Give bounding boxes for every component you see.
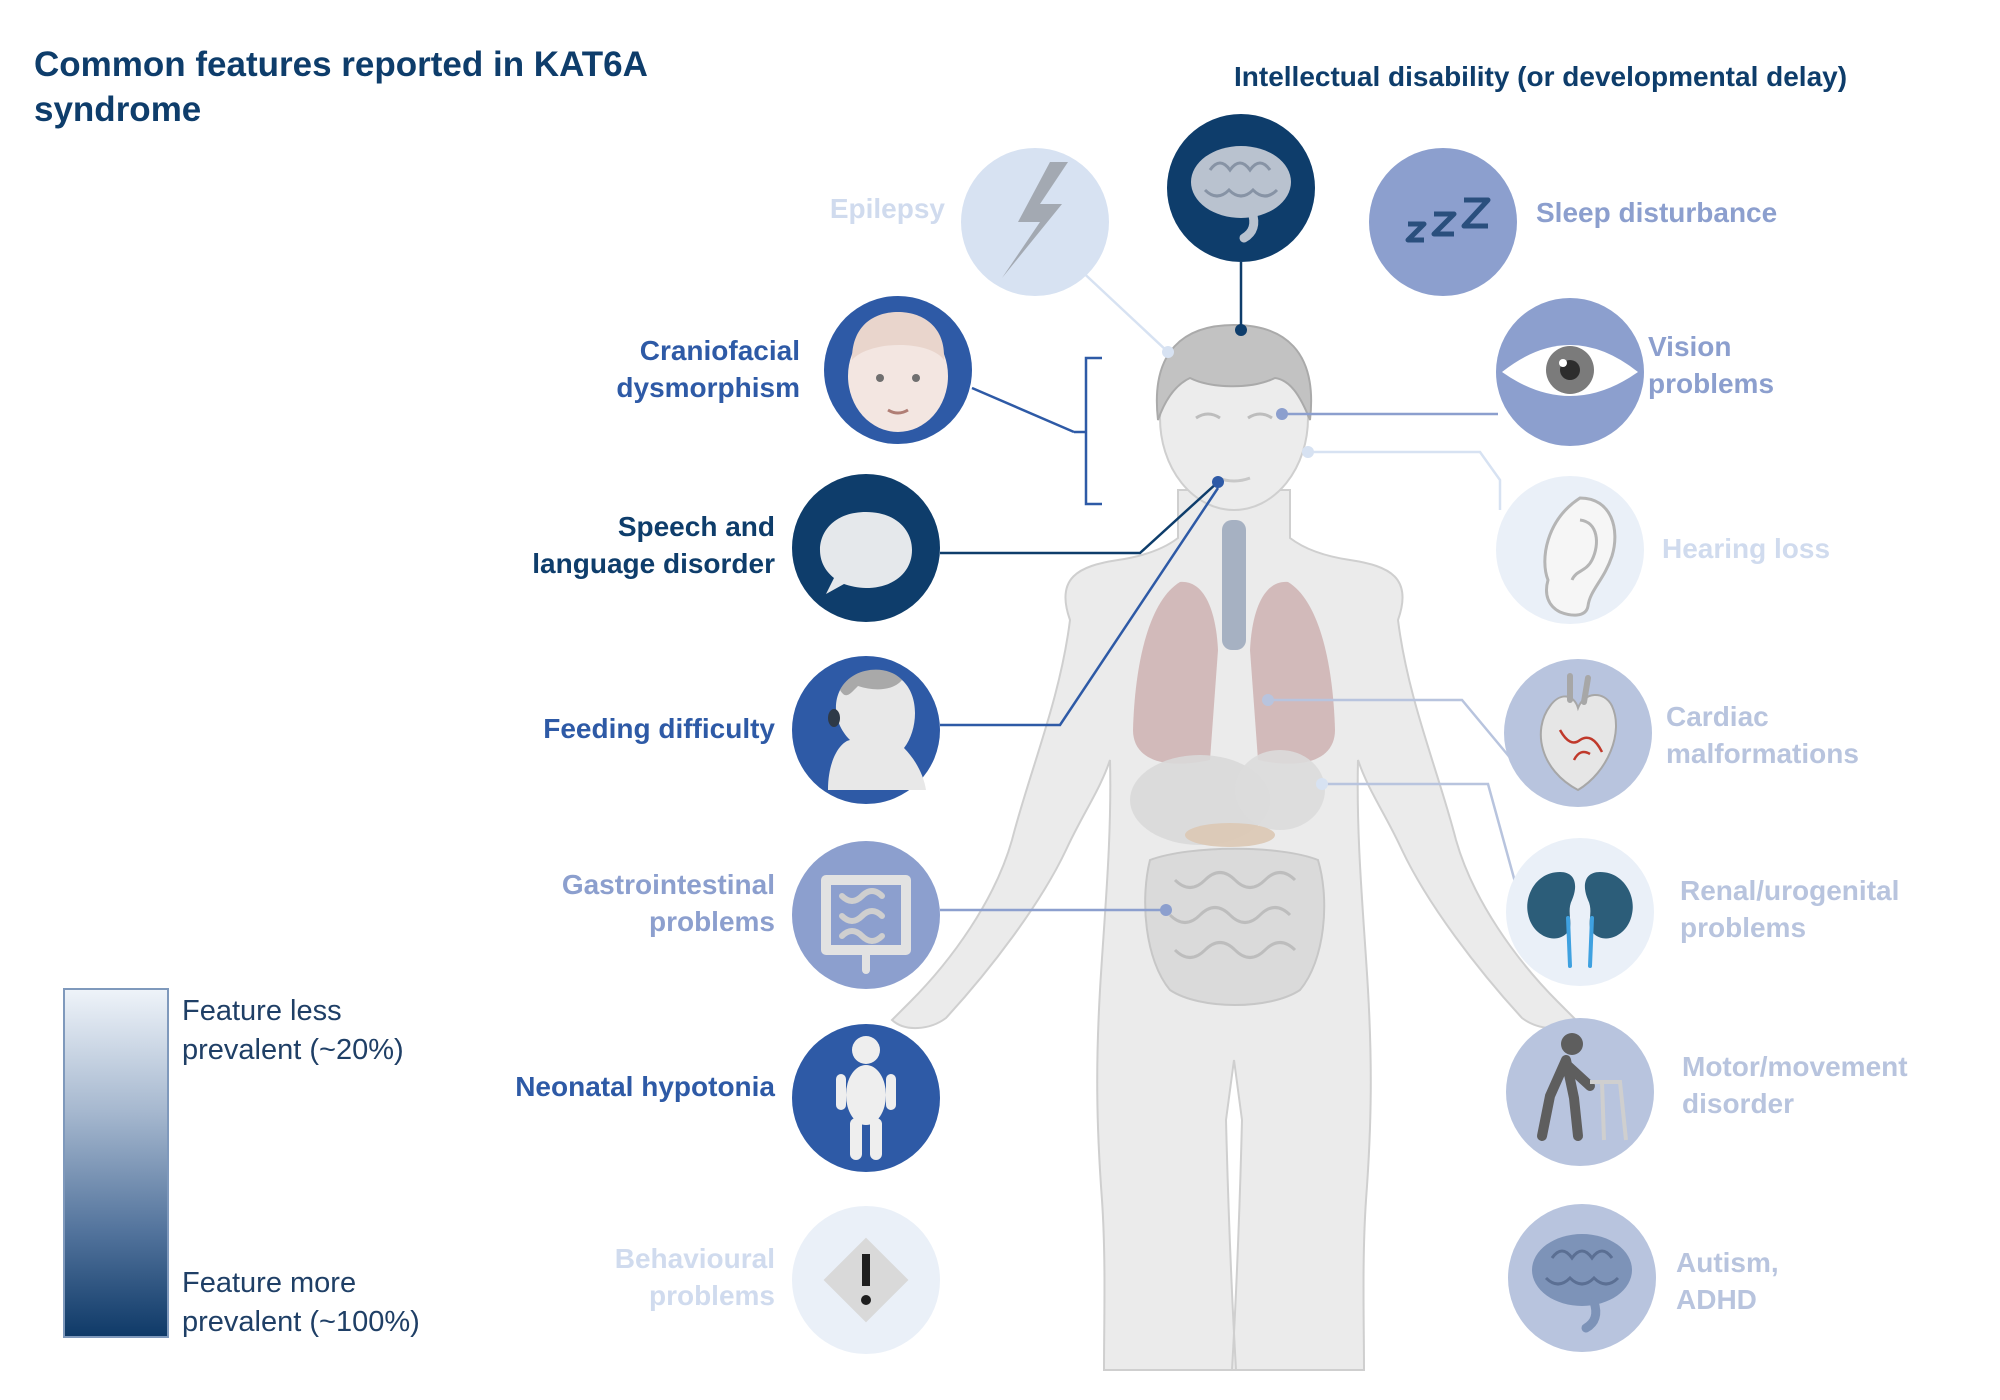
label-speech: Speech and language disorder: [532, 511, 775, 579]
speech-bubble-icon: [820, 512, 912, 594]
legend-more-prevalent: Feature more prevalent (~100%): [182, 1267, 420, 1338]
label-hearing: Hearing loss: [1662, 533, 1831, 564]
dot-hearing: [1302, 446, 1314, 458]
prevalence-gradient-bar: [63, 988, 169, 1338]
label-epilepsy: Epilepsy: [829, 193, 945, 224]
feature-feeding-circle: [792, 656, 940, 804]
connector-renal: [1322, 782, 1522, 901]
feature-cardiac-circle: [1504, 659, 1652, 807]
label-intellectual: Intellectual disability (or developmenta…: [1234, 61, 1848, 92]
trachea: [1222, 520, 1246, 650]
feature-hearing-circle: [1496, 476, 1644, 624]
hair: [1155, 323, 1313, 421]
feature-hypotonia-circle: [792, 1024, 940, 1172]
dot-epilepsy: [1162, 346, 1174, 358]
connector-cardiac: [1268, 698, 1513, 761]
legend-less-prevalent: Feature less prevalent (~20%): [182, 995, 404, 1066]
lung-right: [1250, 581, 1335, 764]
brain-icon: [1191, 146, 1291, 243]
heart-icon: [1539, 673, 1617, 792]
zzz-icon: [1405, 197, 1491, 243]
label-motor: Motor/movement disorder: [1682, 1051, 1908, 1119]
stomach: [1235, 750, 1325, 830]
label-craniofacial: Craniofacial dysmorphism: [616, 335, 800, 403]
feature-autism-circle: [1508, 1204, 1656, 1352]
dot-speech: [1212, 476, 1224, 488]
eye-left: [1195, 412, 1221, 420]
dot-vision: [1276, 408, 1288, 420]
child-profile-icon: [828, 669, 926, 790]
label-autism: Autism, ADHD: [1676, 1247, 1779, 1315]
feature-behavioural-circle: [792, 1206, 940, 1354]
feature-vision-circle: [1496, 298, 1644, 446]
dot-renal: [1316, 778, 1328, 790]
figure-title: Common features reported in KAT6A syndro…: [34, 45, 647, 129]
brain-icon: [1532, 1234, 1632, 1333]
label-gi: Gastrointestinal problems: [561, 869, 775, 937]
connector-speech: [940, 481, 1219, 555]
liver: [1130, 755, 1270, 845]
dot-intellectual: [1235, 324, 1247, 336]
lung-left: [1133, 581, 1218, 764]
baby-face-icon: [848, 312, 948, 432]
dot-gi: [1160, 904, 1172, 916]
intestines: [1144, 847, 1326, 1006]
feature-speech-circle: [792, 474, 940, 622]
eye-icon: [1502, 345, 1638, 396]
label-renal: Renal/urogenital problems: [1680, 875, 1900, 943]
label-feeding: Feeding difficulty: [543, 713, 775, 744]
infant-icon: [836, 1036, 896, 1160]
feature-craniofacial-circle: [824, 296, 972, 444]
walker-icon: [1537, 1033, 1628, 1141]
label-behavioural: Behavioural problems: [614, 1243, 775, 1311]
dot-cardiac: [1262, 694, 1274, 706]
eye-right: [1247, 412, 1273, 420]
feature-sleep-circle: [1369, 148, 1517, 296]
feature-epilepsy-circle: [961, 148, 1109, 296]
intestine-folds: [1168, 871, 1297, 959]
label-vision: Vision problems: [1648, 331, 1775, 399]
intestine-icon: [821, 875, 911, 974]
ear-icon: [1543, 496, 1617, 617]
connector-craniofacial: [971, 356, 1102, 506]
feature-gi-circle: [792, 841, 940, 989]
lightning-icon: [1002, 162, 1068, 278]
feature-intellectual-circle: [1167, 114, 1315, 262]
feature-renal-circle: [1506, 838, 1654, 986]
connector-epilepsy: [1074, 264, 1169, 353]
connector-feeding: [940, 487, 1220, 727]
label-cardiac: Cardiac malformations: [1666, 701, 1859, 769]
pancreas: [1185, 823, 1275, 847]
feature-motor-circle: [1506, 1018, 1654, 1166]
human-body: [890, 323, 1578, 1371]
kidney-icon: [1527, 872, 1633, 968]
label-hypotonia: Neonatal hypotonia: [515, 1071, 775, 1102]
connector-hearing: [1308, 450, 1502, 510]
label-sleep: Sleep disturbance: [1536, 197, 1778, 228]
connectors: [940, 262, 1522, 916]
